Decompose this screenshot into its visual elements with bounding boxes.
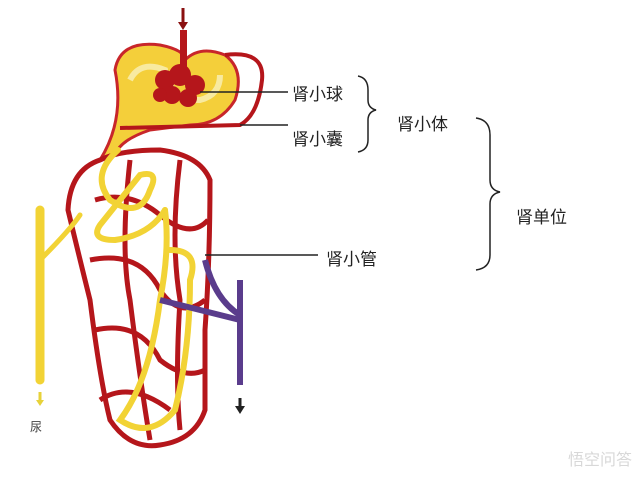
glomerulus xyxy=(153,30,205,107)
nephron-brace xyxy=(475,117,501,271)
label-glomerulus: 肾小球 xyxy=(292,85,343,105)
watermark: 悟空问答 xyxy=(567,450,632,469)
label-capsule: 肾小囊 xyxy=(292,130,343,150)
label-urine: 尿 xyxy=(30,420,43,434)
label-renal-corpuscle: 肾小体 xyxy=(397,115,448,135)
corpuscle-brace xyxy=(357,75,377,153)
label-tubule: 肾小管 xyxy=(326,250,377,270)
vein xyxy=(159,259,243,385)
label-nephron: 肾单位 xyxy=(516,208,567,228)
renal-tubule xyxy=(35,147,196,431)
